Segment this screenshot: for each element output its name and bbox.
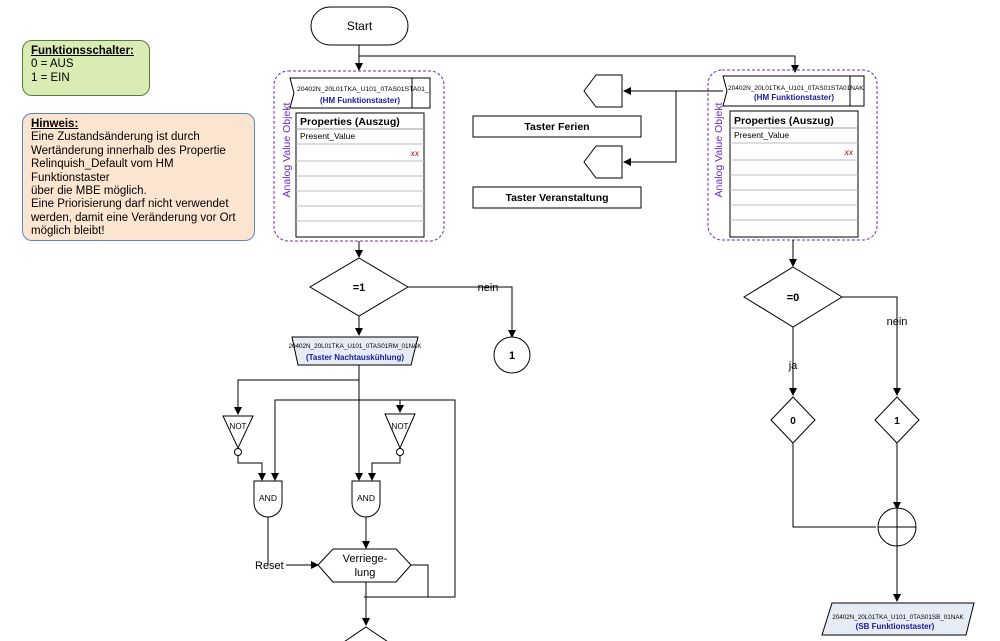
hint-line: Relinquish_Default vom HM Funktionstaste… <box>31 158 174 184</box>
latch-line1: Verriege- <box>343 553 388 565</box>
right-object-side-label: Analog Value Objekt <box>713 102 725 197</box>
label-reset: Reset <box>255 560 284 572</box>
hint-line: möglich bleibt! <box>31 225 105 238</box>
not-gate-right-label: NOT <box>392 422 409 431</box>
label-nein-left: nein <box>478 282 499 294</box>
taster-ferien-box: Taster Ferien <box>472 115 642 138</box>
left-prop-row: Present_Value <box>300 131 355 141</box>
hint-note: Hinweis: Eine Zustandsänderung ist durch… <box>22 113 255 241</box>
taster-veranstaltung-box: Taster Veranstaltung <box>472 186 642 209</box>
output-left-taster-nachtauskuehlung: 20402N_20L01TKA_U101_0TAS01RM_01NAK (Tas… <box>289 336 423 366</box>
label-ja: ja <box>788 360 798 372</box>
decision-left-label: =1 <box>353 282 366 294</box>
right-analog-value-object: Analog Value Objekt 20402N_20L01TKA_U101… <box>707 69 878 241</box>
decision-left: =1 <box>309 257 409 317</box>
right-props-title: Properties (Auszug) <box>734 115 834 127</box>
start-terminal: Start <box>310 6 409 46</box>
output-right-sub: (SB Funktionstaster) <box>856 622 935 631</box>
output-left-sub: (Taster Nachtauskühlung) <box>306 353 404 362</box>
hint-line: Eine Priorisierung darf nicht verwendet <box>31 198 229 211</box>
and-gate-right: AND <box>351 480 381 518</box>
value-0-label: 0 <box>790 416 796 427</box>
decision-right-label: =0 <box>787 292 800 304</box>
right-object-id: 20402N_20L01TKA_U101_0TAS01STA01NAK <box>728 85 864 92</box>
left-value: xx <box>410 148 420 158</box>
switch-legend-on: 1 = EIN <box>31 71 70 84</box>
switch-legend-off: 0 = AUS <box>31 58 74 71</box>
connector-circle-1: 1 <box>493 336 531 374</box>
taster-ferien-label: Taster Ferien <box>524 121 589 133</box>
start-label: Start <box>347 19 373 33</box>
right-branch-lines <box>789 296 901 602</box>
offpage-connector-veranstaltung <box>583 145 623 179</box>
label-nein-right: nein <box>887 316 908 328</box>
latch-verriegelung: Verriege- lung <box>317 548 412 583</box>
not-gate-right: NOT <box>384 413 416 456</box>
decision-right: =0 <box>743 266 843 328</box>
connector-lines <box>355 45 799 73</box>
left-analog-value-object: Analog Value Objekt 20402N_20L01TKA_U101… <box>273 70 445 242</box>
taster-veranstaltung-label: Taster Veranstaltung <box>505 192 608 204</box>
and-gate-right-label: AND <box>357 493 375 503</box>
output-right-sb-funktionstaster: 20402N_20L01TKA_U101_0TAS01SB_01NAK (SB … <box>821 602 975 636</box>
and-gate-left: AND <box>253 480 283 518</box>
output-right-id: 20402N_20L01TKA_U101_0TAS01SB_01NAK <box>832 614 964 621</box>
hint-line: Eine Zustandsänderung ist durch <box>31 131 200 144</box>
taster-connections <box>623 87 723 166</box>
switch-legend-note: Funktionsschalter: 0 = AUS 1 = EIN <box>22 40 150 96</box>
hint-title: Hinweis: <box>31 118 79 130</box>
latch-line2: lung <box>355 567 376 579</box>
right-value: xx <box>844 147 854 157</box>
not-gate-left: NOT <box>222 415 254 456</box>
left-object-id: 20402N_20L01TKA_U101_0TAS01STA01_ <box>297 86 429 93</box>
not-gate-left-label: NOT <box>230 422 247 431</box>
left-object-side-label: Analog Value Objekt <box>281 102 293 197</box>
hint-line: Wertänderung innerhalb des Propertie <box>31 144 226 157</box>
connector-1-label: 1 <box>509 350 515 362</box>
merge-junction <box>877 507 917 547</box>
value-0-diamond: 0 <box>770 396 816 444</box>
and-gate-left-label: AND <box>259 493 277 503</box>
output-left-id: 20402N_20L01TKA_U101_0TAS01RM_01NAK <box>289 343 423 350</box>
decision-bottom-left <box>344 626 388 641</box>
switch-legend-title: Funktionsschalter: <box>31 45 134 57</box>
hint-line: werden, damit eine Veränderung vor Ort <box>31 211 236 224</box>
left-props-title: Properties (Auszug) <box>300 116 400 128</box>
offpage-connector-ferien <box>583 74 623 108</box>
right-object-sub: (HM Funktionstaster) <box>754 93 834 102</box>
left-object-sub: (HM Funktionstaster) <box>320 96 400 105</box>
value-1-label: 1 <box>894 416 900 427</box>
value-1-diamond: 1 <box>874 396 920 444</box>
logic-wiring <box>234 365 456 626</box>
right-prop-row: Present_Value <box>734 130 789 140</box>
hint-line: über die MBE möglich. <box>31 185 147 198</box>
